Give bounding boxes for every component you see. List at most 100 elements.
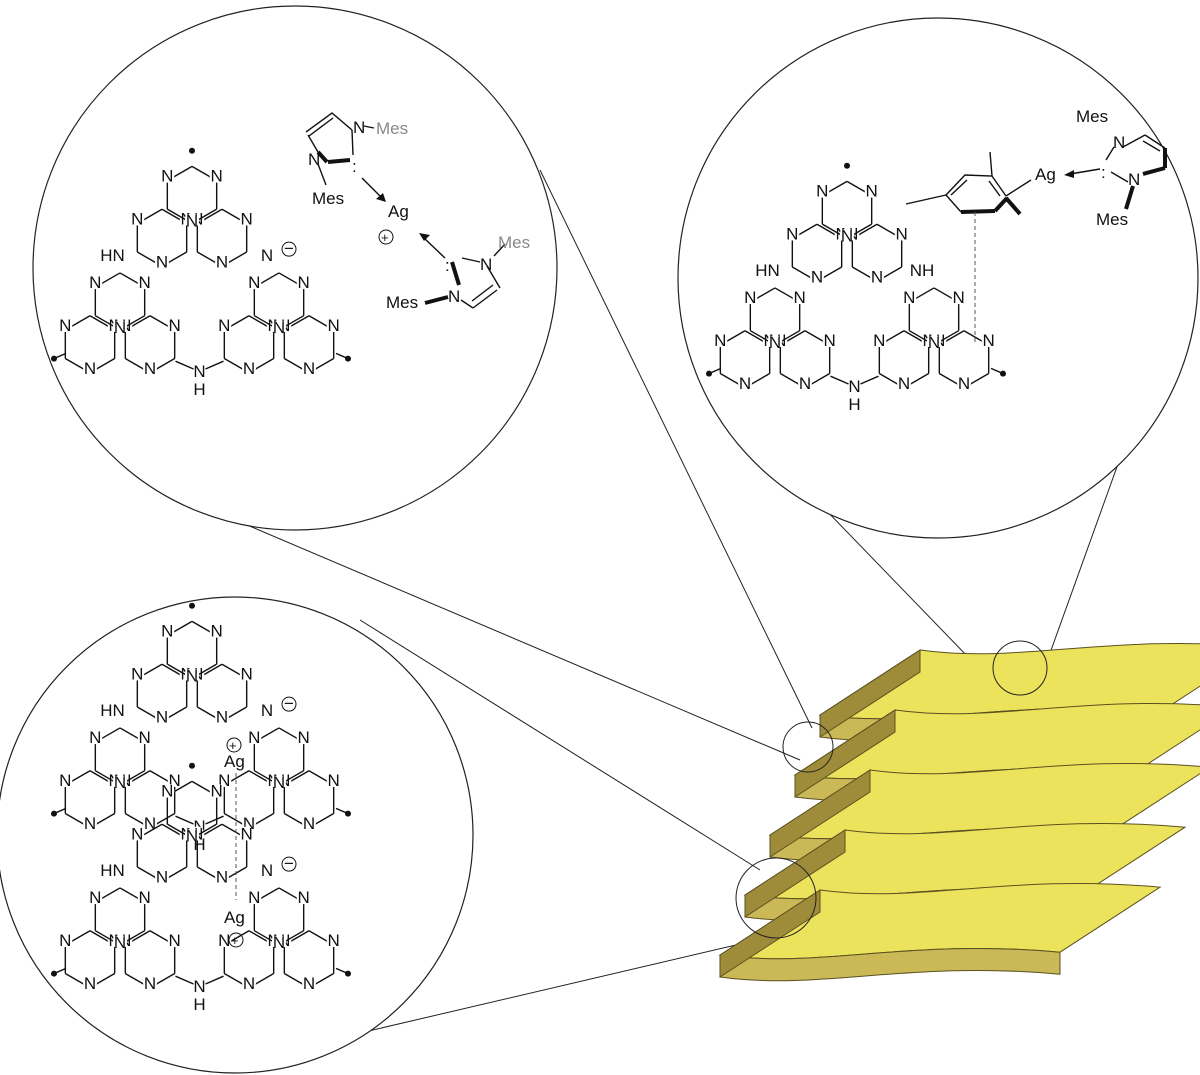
n-atom: N [799,374,811,393]
n-atom: N [139,273,151,292]
n-atom: N [298,728,310,747]
zoom-marker-top [992,640,1048,696]
label-backdrop [785,226,800,241]
chain-end-dot [189,762,195,769]
n-atom: N [248,273,260,292]
silver-atom-lower: Ag [224,908,245,927]
label-backdrop [167,773,182,788]
negative-charge-sign: − [284,694,294,713]
n-atom: N [241,665,253,684]
silver-upper-positive-charge: + [226,737,242,753]
central-n-atom: N [841,226,853,245]
label-backdrop [137,890,152,905]
zoom-marker-middle [782,721,834,773]
n-atom: N [303,359,315,378]
label-backdrop [296,730,311,745]
linker-bond [205,815,224,825]
label-backdrop [83,975,97,990]
n-atom: N [161,622,173,641]
n-atom: N [156,252,168,271]
n-atom: N [298,273,310,292]
n-atom: N [211,622,223,641]
label-backdrop [981,333,996,348]
n-atom: N [243,974,255,993]
label-backdrop [897,375,911,390]
label-backdrop [137,275,152,290]
negative-charge [281,856,297,872]
n-atom: N [983,331,995,350]
mes-group-label: Mes [1076,107,1108,126]
zoom-circle-top-left [32,5,558,531]
n-atom: N [169,316,181,335]
svg-text:+: + [231,933,239,948]
chain-end-bond [335,967,349,975]
n-atom: N [218,771,230,790]
silver-positive-charge: + [378,229,394,245]
label-backdrop [143,360,157,375]
n-atom: N [1128,170,1140,189]
n-atom: N [308,150,320,169]
label-backdrop [798,375,812,390]
n-atom: N [216,252,228,271]
linker-nh: HN [100,246,125,265]
linker-bond [830,375,849,385]
n-atom: N [216,707,228,726]
label-backdrop [160,783,175,798]
n-atom: N [303,814,315,833]
label-backdrop [713,333,728,348]
label-backdrop [242,360,256,375]
negative-charge [281,696,297,712]
label-backdrop [815,183,830,198]
sheet-front-face [719,947,1061,982]
label-backdrop [58,933,73,948]
label-backdrop [272,775,286,789]
linker-bond [205,360,224,370]
central-n-atom: N [928,333,940,352]
linker-n: N [261,701,273,720]
label-backdrop [155,709,169,724]
bridge-n-atom: N [193,977,205,996]
label-backdrop [113,775,127,789]
nhc-ligand-lower: : N N Mes Mes [386,233,530,312]
n-atom: N [139,728,151,747]
n-atom: N [211,167,223,186]
linker-n: NH [910,261,935,280]
label-backdrop [810,269,824,284]
label-backdrop [894,226,909,241]
label-backdrop [215,709,229,724]
chain-end-bond [53,967,67,975]
label-backdrop [155,869,169,884]
n-atom: N [131,665,143,684]
chain-end-bond [335,807,349,815]
n-atom: N [161,782,173,801]
central-n-atom: N [186,211,198,230]
linker-bond [860,375,879,385]
n-atom: N [811,267,823,286]
label-backdrop [239,666,254,681]
chain-end-dot [844,162,850,169]
label-backdrop [302,975,316,990]
n-atom: N [89,888,101,907]
n-atom: N [144,814,156,833]
silver-lower-positive-charge: + [228,932,244,948]
n-atom: N [161,167,173,186]
label-backdrop [957,375,971,390]
layered-sheet-stack [718,642,1200,982]
negative-charge-sign: − [284,854,294,873]
sheet-side-face [719,889,821,978]
n-atom: N [59,316,71,335]
linker-bond [175,975,194,985]
mes-group-label: Mes [376,119,408,138]
chain-end-bond [53,807,67,815]
chain-end-bond [708,367,722,375]
zoom-circle-bottom-left [0,596,474,1074]
label-backdrop [872,333,887,348]
label-backdrop [247,275,262,290]
n-atom: N [241,210,253,229]
label-backdrop [870,269,884,284]
n-atom: N [353,118,365,137]
carbene-lone-pair: : [352,157,357,176]
n-atom: N [816,182,828,201]
label-backdrop [822,333,837,348]
arrowhead [419,233,430,241]
